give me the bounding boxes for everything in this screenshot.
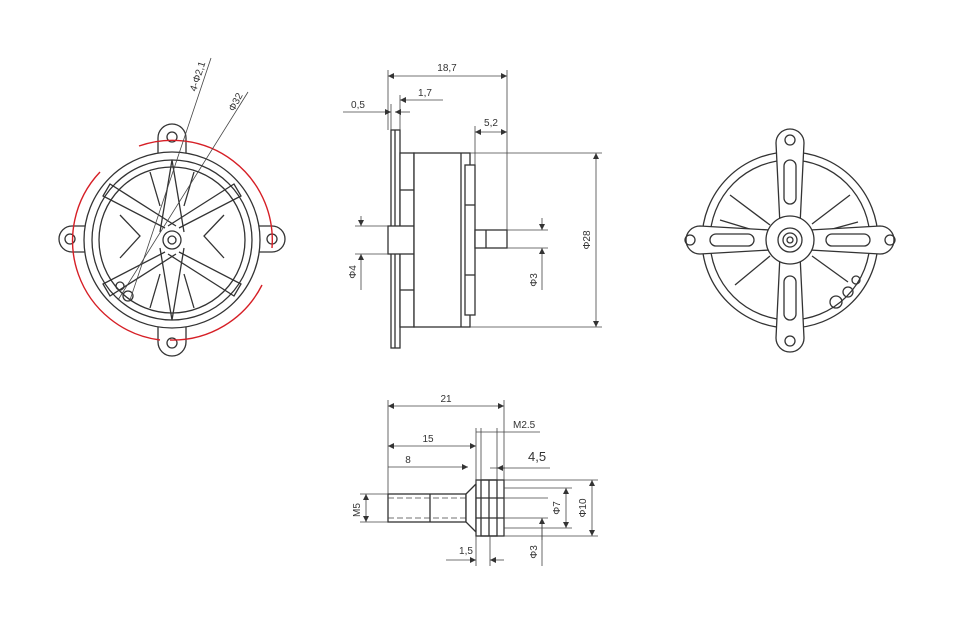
dim-m5: M5: [352, 503, 363, 517]
rear-center-boss: [765, 215, 815, 265]
dim-phi28: Φ28: [582, 230, 593, 250]
shaft: [474, 229, 508, 249]
dim-phi10: Φ10: [578, 498, 589, 518]
side-view: 18,7 1,7 0,5 5,2 Φ28 Φ3 Φ4: [343, 63, 602, 349]
dim-1-5: 1,5: [459, 546, 473, 557]
center-hub: [162, 230, 182, 250]
dim-4-5: 4,5: [528, 449, 546, 464]
dim-5-2: 5,2: [484, 118, 498, 129]
dim-21: 21: [440, 394, 452, 405]
hub: [387, 225, 415, 255]
dim-m2-5: M2.5: [513, 420, 536, 431]
dim-1-7: 1,7: [418, 88, 432, 99]
star-spokes: [102, 159, 242, 321]
diameter-32-label: Φ32: [227, 91, 246, 113]
rear-cross-arm-vertical: [775, 128, 805, 353]
highlight-arc-top: [138, 139, 273, 249]
hole-label: 4-Φ2,1: [188, 60, 208, 93]
rear-view: [684, 128, 896, 353]
dim-0-5: 0,5: [351, 100, 365, 111]
adapter-view: 21 15 8 M2.5 4,5 M5 Φ7 Φ10: [352, 394, 598, 566]
front-view: 4-Φ2,1 Φ32: [58, 57, 286, 357]
dim-phi4: Φ4: [348, 265, 359, 279]
highlight-arc-left: [71, 171, 161, 341]
dim-phi7: Φ7: [552, 501, 563, 515]
dim-phi3: Φ3: [529, 273, 540, 287]
adapter-collar: [475, 479, 505, 537]
dim-15: 15: [422, 434, 434, 445]
dim-phi3-adapter: Φ3: [529, 545, 540, 559]
dim-8: 8: [405, 455, 411, 466]
dim-18-7: 18,7: [437, 63, 457, 74]
